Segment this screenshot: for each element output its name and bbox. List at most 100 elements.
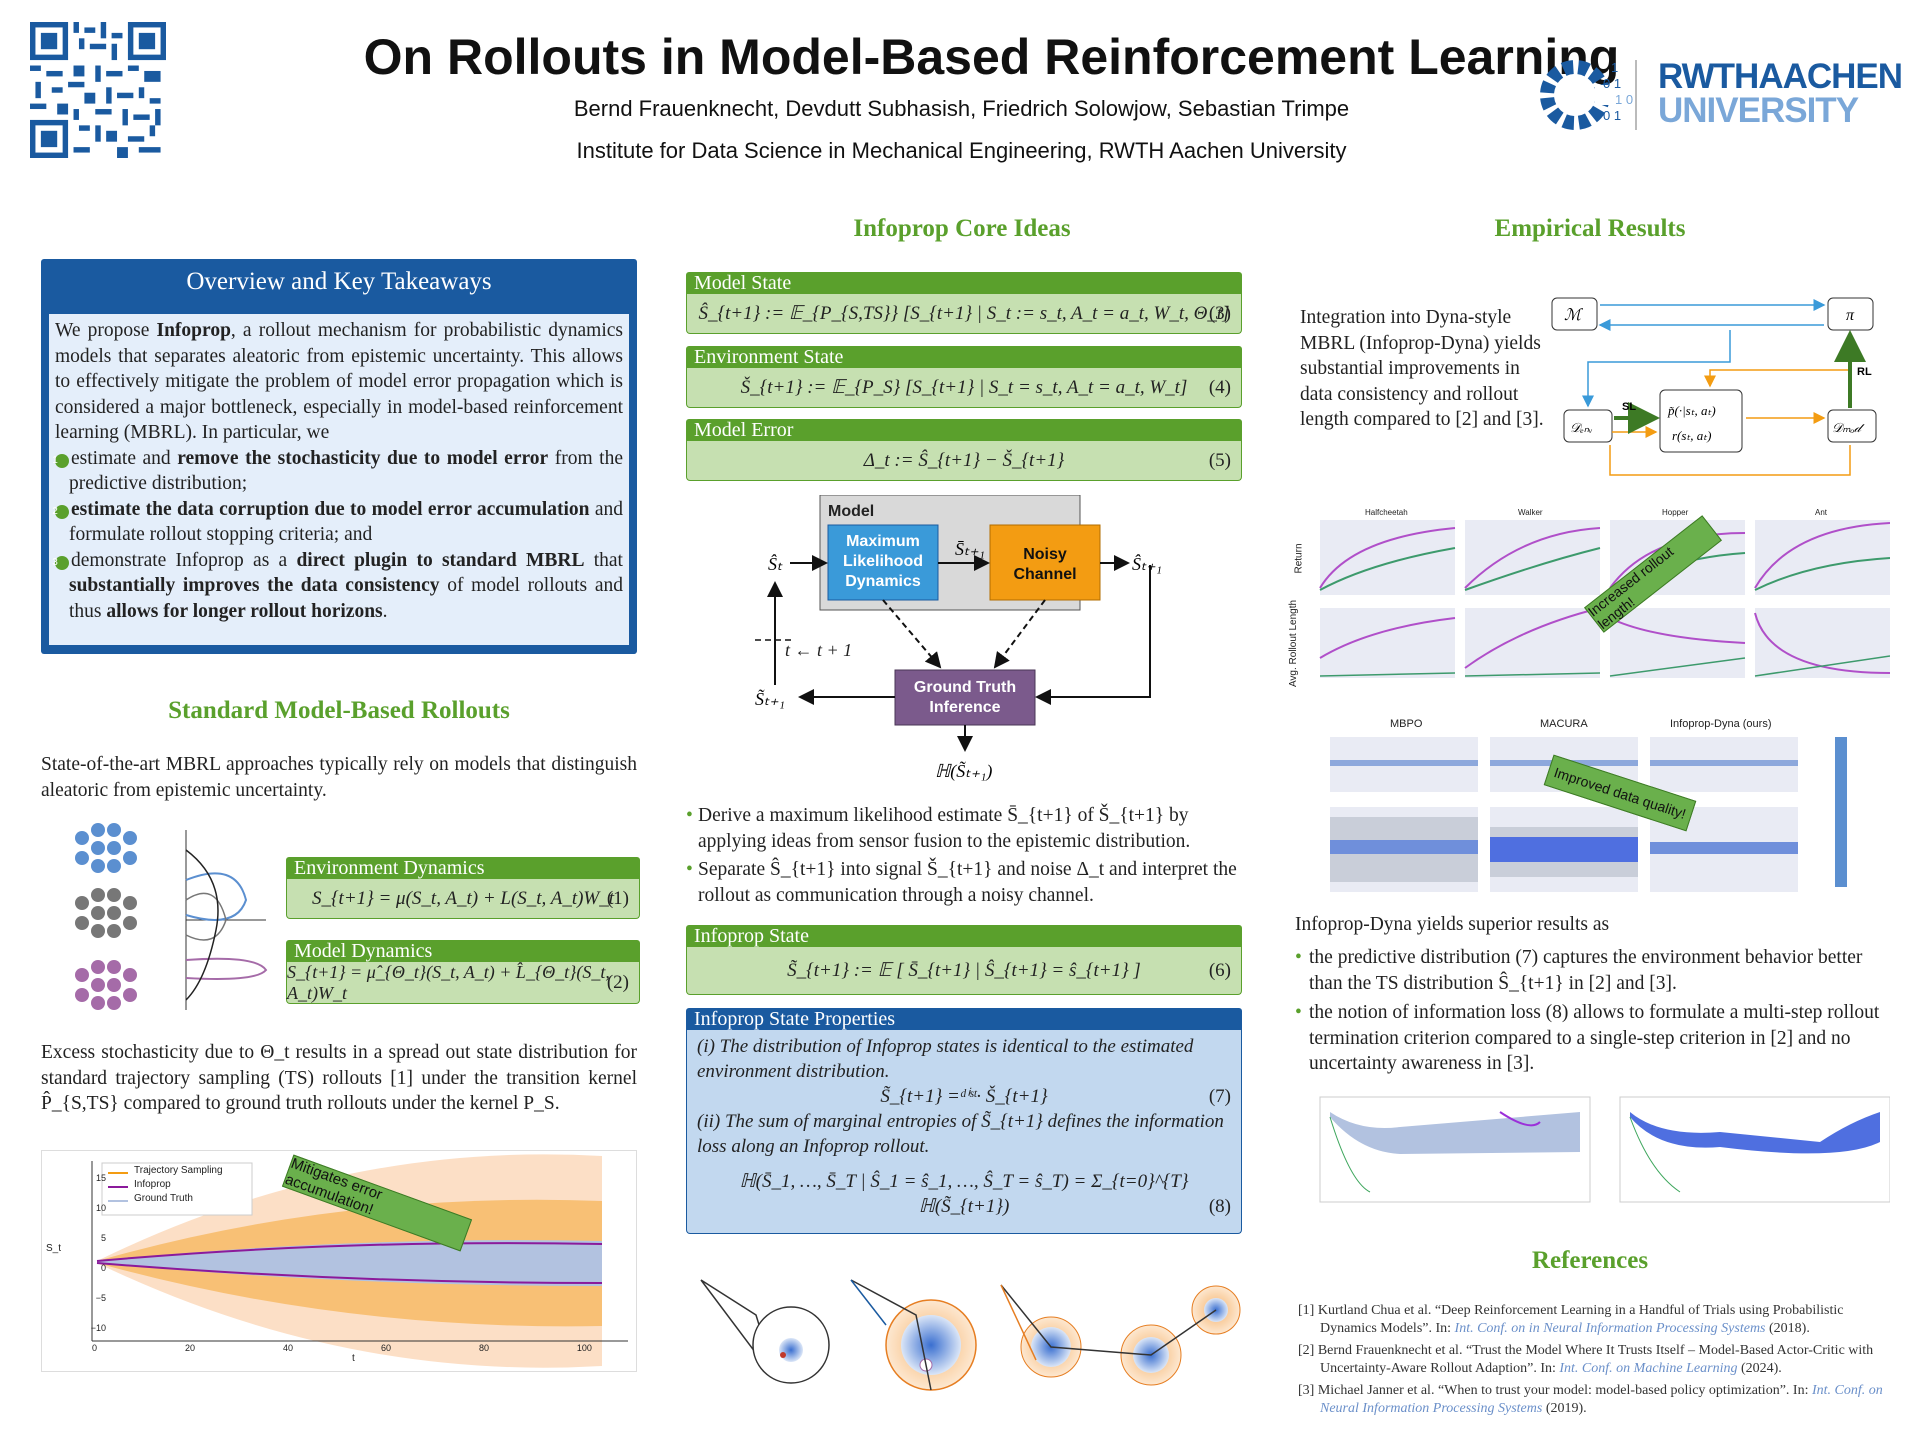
trajectory-legend-ts: Trajectory Sampling bbox=[134, 1165, 223, 1176]
model-error-title: Model Error bbox=[686, 419, 1242, 441]
svg-text:r(sₜ, aₜ): r(sₜ, aₜ) bbox=[1672, 428, 1711, 443]
standard-rollouts-heading: Standard Model-Based Rollouts bbox=[168, 697, 510, 724]
model-state-box: Model State Ŝ_{t+1} := 𝔼_{P_{S,TS}} [S_{… bbox=[686, 272, 1242, 334]
env-title-walker: Walker bbox=[1518, 508, 1543, 517]
ensemble-network-blue bbox=[75, 823, 137, 873]
infoprop-properties-title: Infoprop State Properties bbox=[686, 1008, 1242, 1030]
dyna-diagram: ℳ π 𝒟ₑₙᵥ 𝒟ₘₒ𝒹 p̃(·|sₜ, aₜ) r(sₜ, aₜ) SL … bbox=[1551, 297, 1877, 476]
svg-text:ℳ: ℳ bbox=[1564, 307, 1584, 324]
svg-text:π: π bbox=[1846, 307, 1855, 324]
trajectory-legend-gt: Ground Truth bbox=[134, 1193, 193, 1204]
svg-text:p̃(·|sₜ, aₜ): p̃(·|sₜ, aₜ) bbox=[1667, 403, 1716, 418]
env-dynamics-box: Environment Dynamics S_{t+1} = μ(S_t, A_… bbox=[286, 857, 640, 919]
poster-title: On Rollouts in Model-Based Reinforcement… bbox=[363, 29, 1620, 85]
ylabel-rollout: Avg. Rollout Length bbox=[1288, 599, 1300, 688]
property-2-eq: ℍ(S̄_1, …, S̄_T | Ŝ_1 = ŝ_1, …, Ŝ_T = ŝ_… bbox=[739, 1171, 1231, 1217]
ylabel-return: Return bbox=[1293, 543, 1305, 574]
model-dynamics-box: Model Dynamics S_{t+1} = μ̂_{Θ_t}(S_t, A… bbox=[286, 940, 640, 1004]
model-error-box: Model Error Δ_t := Ŝ_{t+1} − Š_{t+1}(5) bbox=[686, 419, 1242, 481]
diagram-noisy: Noisy Channel bbox=[1013, 546, 1077, 583]
empirical-bullet-1: •the predictive distribution (7) capture… bbox=[1295, 947, 1863, 994]
infoprop-properties-box: Infoprop State Properties (i) The distri… bbox=[686, 1008, 1242, 1234]
empirical-bullet-2: •the notion of information loss (8) allo… bbox=[1295, 1002, 1880, 1074]
model-error-eq: Δ_t := Ŝ_{t+1} − Š_{t+1}(5) bbox=[686, 441, 1242, 481]
rwth-logo-text: RWTHAACHEN UNIVERSITY bbox=[1658, 57, 1903, 130]
ensemble-network-purple bbox=[75, 960, 137, 1010]
results-data-quality: MBPO MACURA Infoprop-Dyna (ours) Improve… bbox=[1290, 712, 1890, 902]
infoprop-state-eq: S̃_{t+1} := 𝔼 [ S̄_{t+1} | Ŝ_{t+1} = ŝ_{… bbox=[686, 947, 1242, 995]
svg-text:S̄ₜ₊₁: S̄ₜ₊₁ bbox=[955, 539, 985, 559]
env-dynamics-equation: S_{t+1} = μ(S_t, A_t) + L(S_t, A_t)W_t(1… bbox=[286, 879, 640, 919]
env-title-hopper: Hopper bbox=[1662, 508, 1689, 517]
env-title-halfcheetah: Halfcheetah bbox=[1365, 508, 1408, 517]
svg-text:RL: RL bbox=[1857, 366, 1872, 378]
property-1-eq: S̃_{t+1} =ᵈⁱˢᵗ· Š_{t+1}(7) bbox=[880, 1086, 1231, 1107]
trajectory-xlabel: t bbox=[352, 1353, 355, 1364]
model-dynamics-title: Model Dynamics bbox=[286, 940, 640, 962]
ensemble-network-gray bbox=[75, 888, 137, 938]
standard-text: State-of-the-art MBRL approaches typical… bbox=[41, 754, 637, 801]
infoprop-state-box: Infoprop State S̃_{t+1} := 𝔼 [ S̄_{t+1} … bbox=[686, 925, 1242, 995]
reference-1: [1] Kurtland Chua et al. “Deep Reinforce… bbox=[1298, 1303, 1844, 1336]
svg-text:𝒟ₑₙᵥ: 𝒟ₑₙᵥ bbox=[1570, 420, 1593, 435]
model-state-eq: Ŝ_{t+1} := 𝔼_{P_{S,TS}} [S_{t+1} | S_t :… bbox=[686, 294, 1242, 334]
core-bullet-1: •Derive a maximum likelihood estimate S̄… bbox=[686, 805, 1191, 852]
property-1: (i) The distribution of Infoprop states … bbox=[697, 1036, 1194, 1082]
svg-text:Ŝₜ: Ŝₜ bbox=[768, 553, 783, 574]
empirical-yields: Infoprop-Dyna yields superior results as bbox=[1295, 914, 1610, 935]
references-list: [1] Kurtland Chua et al. “Deep Reinforce… bbox=[1298, 1302, 1888, 1418]
diagram-model-label: Model bbox=[828, 503, 875, 520]
rwth-gear-logo-icon: 1 0 1 1 0 0 1 bbox=[1540, 60, 1637, 130]
results-return-rollout-grid: Halfcheetah Walker Hopper Ant Return Avg… bbox=[1288, 508, 1891, 688]
reference-3: [3] Michael Janner et al. “When to trust… bbox=[1298, 1383, 1883, 1416]
env-title-ant: Ant bbox=[1815, 508, 1828, 517]
svg-text:1: 1 bbox=[1611, 60, 1618, 75]
env-state-title: Environment State bbox=[686, 346, 1242, 368]
infoprop-bubble-illustration bbox=[700, 1279, 1241, 1391]
overview-title: Overview and Key Takeaways bbox=[186, 268, 492, 295]
trajectory-plot: Trajectory Sampling Infoprop Ground Trut… bbox=[41, 1150, 637, 1372]
diagram-mld: Maximum Likelihood Dynamics bbox=[843, 533, 923, 590]
empirical-text: Integration into Dyna-style MBRL (Infopr… bbox=[1300, 307, 1544, 430]
env-state-box: Environment State Š_{t+1} := 𝔼_{P_S} [S_… bbox=[686, 346, 1242, 408]
rollout-plots bbox=[1319, 607, 1891, 678]
ensemble-illustration bbox=[75, 823, 268, 1010]
method-title-mbpo: MBPO bbox=[1390, 718, 1423, 730]
references-heading: References bbox=[1531, 1247, 1649, 1274]
model-state-title: Model State bbox=[686, 272, 1242, 294]
svg-text:SL: SL bbox=[1622, 401, 1636, 413]
env-state-eq: Š_{t+1} := 𝔼_{P_S} [S_{t+1} | S_t = s_t,… bbox=[686, 368, 1242, 408]
core-ideas-heading: Infoprop Core Ideas bbox=[853, 215, 1071, 242]
model-dynamics-equation: S_{t+1} = μ̂_{Θ_t}(S_t, A_t) + L̂_{Θ_t}(… bbox=[286, 962, 640, 1004]
property-2: (ii) The sum of marginal entropies of S̃… bbox=[697, 1111, 1224, 1157]
env-dynamics-title: Environment Dynamics bbox=[286, 857, 640, 879]
method-title-infoprop: Infoprop-Dyna (ours) bbox=[1670, 718, 1772, 730]
svg-text:0 1: 0 1 bbox=[1603, 76, 1621, 91]
bullet-icon: • bbox=[1295, 1002, 1302, 1023]
svg-text:Ŝₜ₊₁: Ŝₜ₊₁ bbox=[1132, 553, 1162, 574]
institute: Institute for Data Science in Mechanical… bbox=[576, 138, 1347, 163]
svg-text:S̃ₜ₊₁: S̃ₜ₊₁ bbox=[755, 689, 785, 709]
return-plots bbox=[1319, 520, 1891, 595]
svg-text:ℍ(S̃ₜ₊₁): ℍ(S̃ₜ₊₁) bbox=[935, 761, 992, 782]
svg-text:𝒟ₘₒ𝒹: 𝒟ₘₒ𝒹 bbox=[1832, 420, 1865, 435]
method-title-macura: MACURA bbox=[1540, 718, 1588, 730]
rollout-comparison-plots bbox=[1300, 1092, 1891, 1212]
qr-code-icon bbox=[30, 22, 166, 158]
bullet-icon: • bbox=[1295, 947, 1302, 968]
reference-2: [2] Bernd Frauenknecht et al. “Trust the… bbox=[1298, 1343, 1874, 1376]
svg-text:0 1: 0 1 bbox=[1603, 108, 1621, 123]
bullet-icon: • bbox=[686, 859, 693, 880]
standard-text-2: Excess stochasticity due to Θ_t results … bbox=[41, 1042, 637, 1114]
overview-body: We propose Infoprop, a rollout mechanism… bbox=[49, 314, 629, 645]
trajectory-legend-infoprop: Infoprop bbox=[134, 1179, 171, 1190]
bullet-icon: • bbox=[686, 805, 693, 826]
empirical-heading: Empirical Results bbox=[1494, 215, 1686, 242]
infoprop-properties-body: (i) The distribution of Infoprop states … bbox=[686, 1030, 1242, 1234]
core-bullet-2: •Separate Ŝ_{t+1} into signal Š_{t+1} an… bbox=[686, 859, 1237, 906]
authors: Bernd Frauenknecht, Devdutt Subhasish, F… bbox=[573, 96, 1350, 121]
infoprop-block-diagram: Ŝₜ S̄ₜ₊₁ Ŝₜ₊₁ S̃ₜ₊₁ ℍ(S̃ₜ₊₁) bbox=[755, 495, 1162, 782]
trajectory-ylabel: S_t bbox=[46, 1243, 62, 1254]
